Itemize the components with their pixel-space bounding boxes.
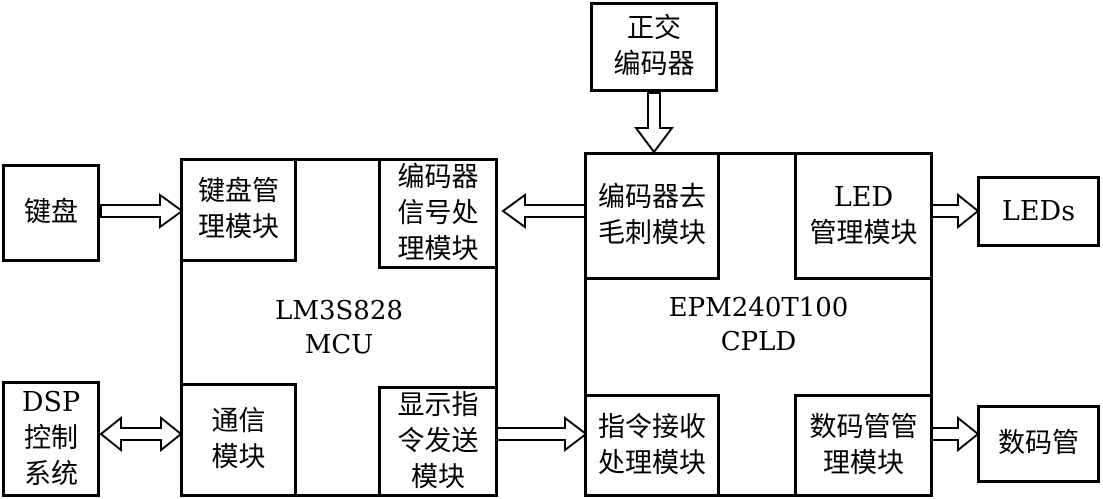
arrow-keyboard-to-mcu	[100, 193, 184, 229]
mcu-keyboard-module: 键盘管 理模块	[180, 158, 297, 262]
digit-tube-label: 数码管	[998, 428, 1079, 459]
arrow-led-module-to-leds	[930, 192, 980, 230]
digit-tube-block: 数码管	[977, 405, 1100, 483]
dsp-block: DSP 控制 系统	[2, 381, 100, 497]
mcu-keyboard-module-label: 键盘管 理模块	[198, 176, 279, 243]
arrow-deglitch-to-encoder-signal	[501, 193, 586, 229]
arrow-dsp-comm-bidirectional	[99, 415, 183, 453]
cpld-deglitch-module: 编码器去 毛刺模块	[584, 152, 720, 280]
keyboard-label: 键盘	[24, 197, 78, 228]
leds-block: LEDs	[977, 176, 1100, 247]
dsp-label: DSP 控制 系统	[21, 387, 81, 490]
keyboard-block: 键盘	[2, 164, 100, 262]
cpld-deglitch-module-label: 编码器去 毛刺模块	[598, 182, 706, 249]
arrow-display-to-cmd-receive	[496, 415, 588, 453]
arrow-encoder-to-deglitch	[634, 92, 674, 154]
cpld-led-module: LED 管理模块	[794, 152, 933, 280]
mcu-encoder-signal-module-label: 编码器 信号处 理模块	[397, 161, 479, 265]
leds-label: LEDs	[1001, 195, 1076, 227]
encoder-block: 正交 编码器	[590, 2, 718, 92]
cpld-cmd-receive-module-label: 指令接收 处理模块	[598, 411, 706, 479]
mcu-encoder-signal-module: 编码器 信号处 理模块	[378, 158, 498, 269]
cpld-cmd-receive-module: 指令接收 处理模块	[584, 394, 720, 497]
cpld-digit-module-label: 数码管管 理模块	[809, 411, 918, 479]
mcu-comm-module-label: 通信 模块	[211, 406, 266, 473]
encoder-label: 正交 编码器	[613, 13, 695, 80]
arrow-digit-module-to-tube	[930, 415, 980, 453]
cpld-digit-module: 数码管管 理模块	[794, 394, 933, 497]
mcu-comm-module: 通信 模块	[180, 383, 297, 497]
mcu-display-cmd-module: 显示指 令发送 模块	[378, 386, 498, 497]
mcu-title: LM3S828 MCU	[275, 295, 403, 360]
cpld-led-module-label: LED 管理模块	[809, 182, 918, 249]
mcu-display-cmd-module-label: 显示指 令发送 模块	[397, 389, 479, 493]
cpld-title: EPM240T100 CPLD	[668, 292, 849, 357]
